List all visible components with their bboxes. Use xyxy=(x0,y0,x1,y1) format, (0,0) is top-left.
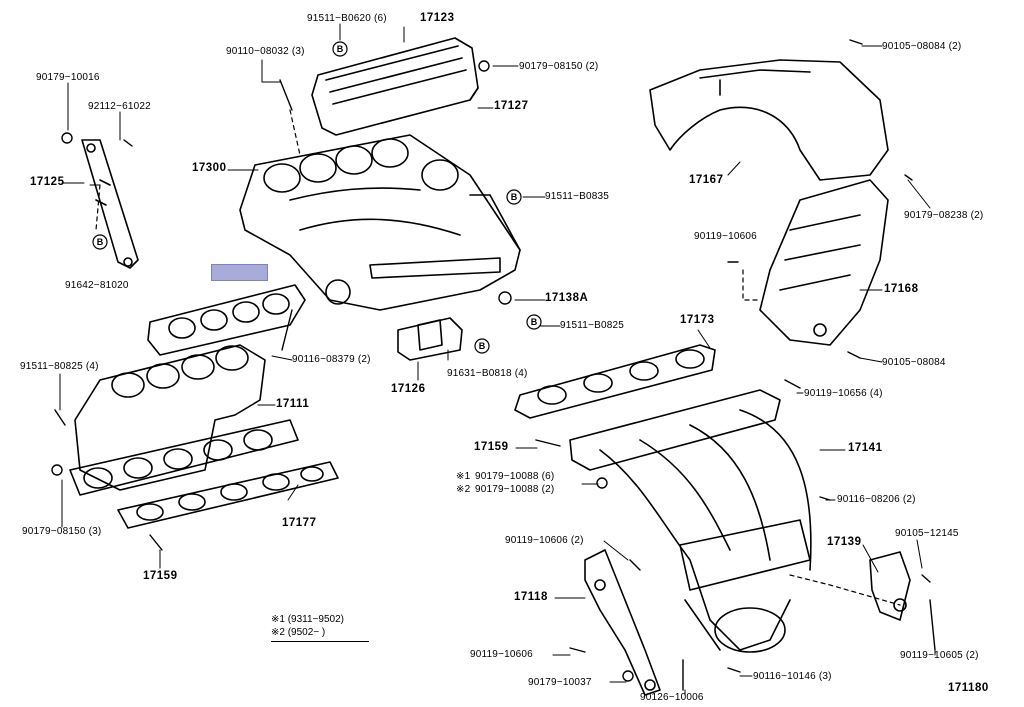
cover-part-17123[interactable] xyxy=(311,37,479,136)
callout-91511-80825-4[interactable]: 91511−80825 (4) xyxy=(20,361,99,372)
b-mark: B xyxy=(97,237,104,247)
callout-17118[interactable]: 17118 xyxy=(514,591,548,603)
note-line-2: ※2 (9502− ) xyxy=(271,627,326,638)
callout-92112-61022[interactable]: 92112−61022 xyxy=(88,101,151,112)
callout-90105-08084[interactable]: 90105−08084 xyxy=(882,357,946,368)
callout-90119-10606[interactable]: 90119−10606 xyxy=(694,231,757,242)
heat-insulator-17168[interactable] xyxy=(759,179,889,346)
bolts xyxy=(54,39,936,691)
callout-17123[interactable]: 17123 xyxy=(420,12,455,24)
callout-90179-08238[interactable]: 90179−08238 (2) xyxy=(904,210,984,221)
callout-90179-08150-3[interactable]: 90179−08150 (3) xyxy=(22,526,102,537)
exhaust-manifold-17141[interactable] xyxy=(569,389,812,653)
callout-90110-08032[interactable]: 90110−08032 (3) xyxy=(226,46,305,57)
highlight-box xyxy=(211,264,268,281)
gasket-17177[interactable] xyxy=(117,461,339,529)
callout-90116-08206[interactable]: 90116−08206 (2) xyxy=(837,494,916,505)
callout-90116-08379[interactable]: 90116−08379 (2) xyxy=(292,354,371,365)
b-mark: B xyxy=(531,317,538,327)
callout-17167[interactable]: 17167 xyxy=(689,174,724,186)
b-mark: B xyxy=(337,44,344,54)
callout-17127[interactable]: 17127 xyxy=(494,100,529,112)
b-mark: B xyxy=(479,341,486,351)
callout-90105-12145[interactable]: 90105−12145 xyxy=(895,528,959,539)
exhaust-gasket-17173[interactable] xyxy=(514,344,716,419)
callout-90116-10146[interactable]: 90116−10146 (3) xyxy=(753,671,832,682)
callout-91511-B0825[interactable]: 91511−B0825 xyxy=(560,320,625,331)
gasket-upper[interactable] xyxy=(147,284,306,356)
callout-90119-10606-b[interactable]: 90119−10606 xyxy=(470,649,533,660)
notes-underline xyxy=(271,641,369,642)
callout-17138A[interactable]: 17138A xyxy=(545,292,589,304)
callout-91511-B0620[interactable]: 91511−B0620 (6) xyxy=(307,13,387,24)
intake-plenum-17300[interactable] xyxy=(239,134,521,311)
callout-17125[interactable]: 17125 xyxy=(30,176,65,188)
b-mark: B xyxy=(511,192,518,202)
callout-90179-10037[interactable]: 90179−10037 xyxy=(528,677,592,688)
callout-90119-10605[interactable]: 90119−10605 (2) xyxy=(900,650,979,661)
callout-90119-10656[interactable]: 90119−10656 (4) xyxy=(804,388,883,399)
stay-17118[interactable] xyxy=(584,549,661,696)
callout-91511-B0835[interactable]: 91511−B0835 xyxy=(545,191,610,202)
callout-90126-10006[interactable]: 90126−10006 xyxy=(640,692,704,703)
callout-91631-B0818[interactable]: 91631−B0818 (4) xyxy=(447,368,528,379)
callout-90119-10606-2[interactable]: 90119−10606 (2) xyxy=(505,535,584,546)
note-mark-2: ※2 xyxy=(456,484,471,495)
callout-17111[interactable]: 17111 xyxy=(276,398,310,410)
note-line-1: ※1 (9311−9502) xyxy=(271,614,344,625)
callout-90179-10088-2[interactable]: 90179−10088 (2) xyxy=(475,484,555,495)
callout-90105-08084-2[interactable]: 90105−08084 (2) xyxy=(882,41,962,52)
callout-91642-81020[interactable]: 91642−81020 xyxy=(65,280,129,291)
callout-17139[interactable]: 17139 xyxy=(827,536,862,548)
callout-17168[interactable]: 17168 xyxy=(884,283,919,295)
bracket-17139[interactable] xyxy=(869,551,911,621)
intake-manifold-17111[interactable] xyxy=(69,344,299,496)
callout-17159-a[interactable]: 17159 xyxy=(474,441,509,453)
applicability-notes: ※1 (9311−9502) ※2 (9502− ) xyxy=(271,613,369,642)
diagram-number: 171180 xyxy=(948,682,989,694)
callout-90179-10088-6[interactable]: 90179−10088 (6) xyxy=(475,471,555,482)
callout-17141[interactable]: 17141 xyxy=(848,442,883,454)
callout-17126[interactable]: 17126 xyxy=(391,383,426,395)
callout-90179-08150-2[interactable]: 90179−08150 (2) xyxy=(519,61,599,72)
bracket-17126[interactable] xyxy=(397,317,463,361)
heat-insulator-17167[interactable] xyxy=(649,59,889,181)
callout-17159-b[interactable]: 17159 xyxy=(143,570,178,582)
b-markers xyxy=(92,41,542,354)
callout-17300[interactable]: 17300 xyxy=(192,162,227,174)
callout-17173[interactable]: 17173 xyxy=(680,314,715,326)
bracket-17125[interactable] xyxy=(81,139,139,269)
note-mark-1: ※1 xyxy=(456,471,471,482)
callout-17177[interactable]: 17177 xyxy=(282,517,317,529)
callout-90179-10016[interactable]: 90179−10016 xyxy=(36,72,100,83)
